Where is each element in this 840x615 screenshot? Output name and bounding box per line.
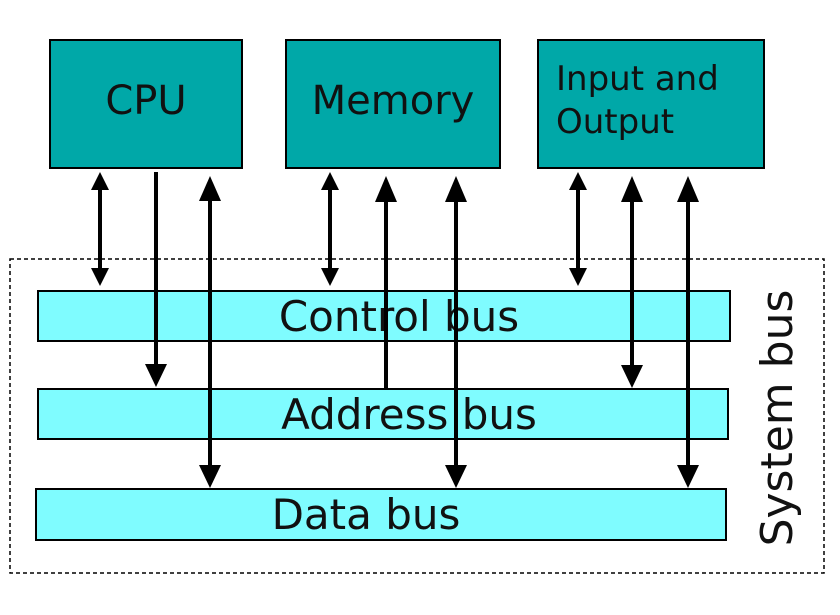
component-boxes: CPU Memory Input and Output	[49, 39, 765, 169]
bus-bars: Control bus Address bus Data bus	[35, 290, 731, 541]
io-control-bottom-arrowhead	[569, 268, 587, 286]
io-control-top-arrowhead	[569, 172, 587, 190]
cpu-box	[49, 39, 243, 169]
cpu-control-bottom-arrowhead	[91, 268, 109, 286]
memory-data-bottom-arrowhead	[445, 465, 467, 488]
data-bus-bar	[35, 488, 727, 541]
address-bus-label: Address bus	[281, 390, 537, 439]
system-bus-frame	[9, 258, 825, 574]
memory-control-bottom-arrowhead	[321, 268, 339, 286]
cpu-label: CPU	[105, 78, 186, 124]
control-bus-label: Control bus	[279, 292, 519, 341]
input-output-label-line-1: Input and	[556, 59, 719, 99]
system-bus-label: System bus	[752, 290, 803, 547]
address-bus-bar	[37, 388, 729, 440]
input-output-label-line-2: Output	[556, 102, 674, 142]
cpu-address-arrowhead	[145, 364, 167, 387]
memory-data-top-arrowhead	[445, 176, 467, 202]
data-bus-label: Data bus	[272, 490, 461, 539]
cpu-control-top-arrowhead	[91, 172, 109, 190]
cpu-data-top-arrowhead	[199, 176, 221, 201]
memory-control-top-arrowhead	[321, 172, 339, 190]
io-data-top-arrowhead	[677, 176, 699, 202]
memory-label: Memory	[312, 78, 475, 124]
io-data-bottom-arrowhead	[677, 465, 699, 488]
memory-address-arrowhead	[375, 176, 397, 202]
io-address-bottom-arrowhead	[621, 365, 643, 388]
memory-box	[285, 39, 501, 169]
cpu-data-bottom-arrowhead	[199, 465, 221, 488]
io-address-top-arrowhead	[621, 176, 643, 202]
input-output-box	[537, 39, 765, 169]
connection-arrows	[91, 172, 699, 488]
